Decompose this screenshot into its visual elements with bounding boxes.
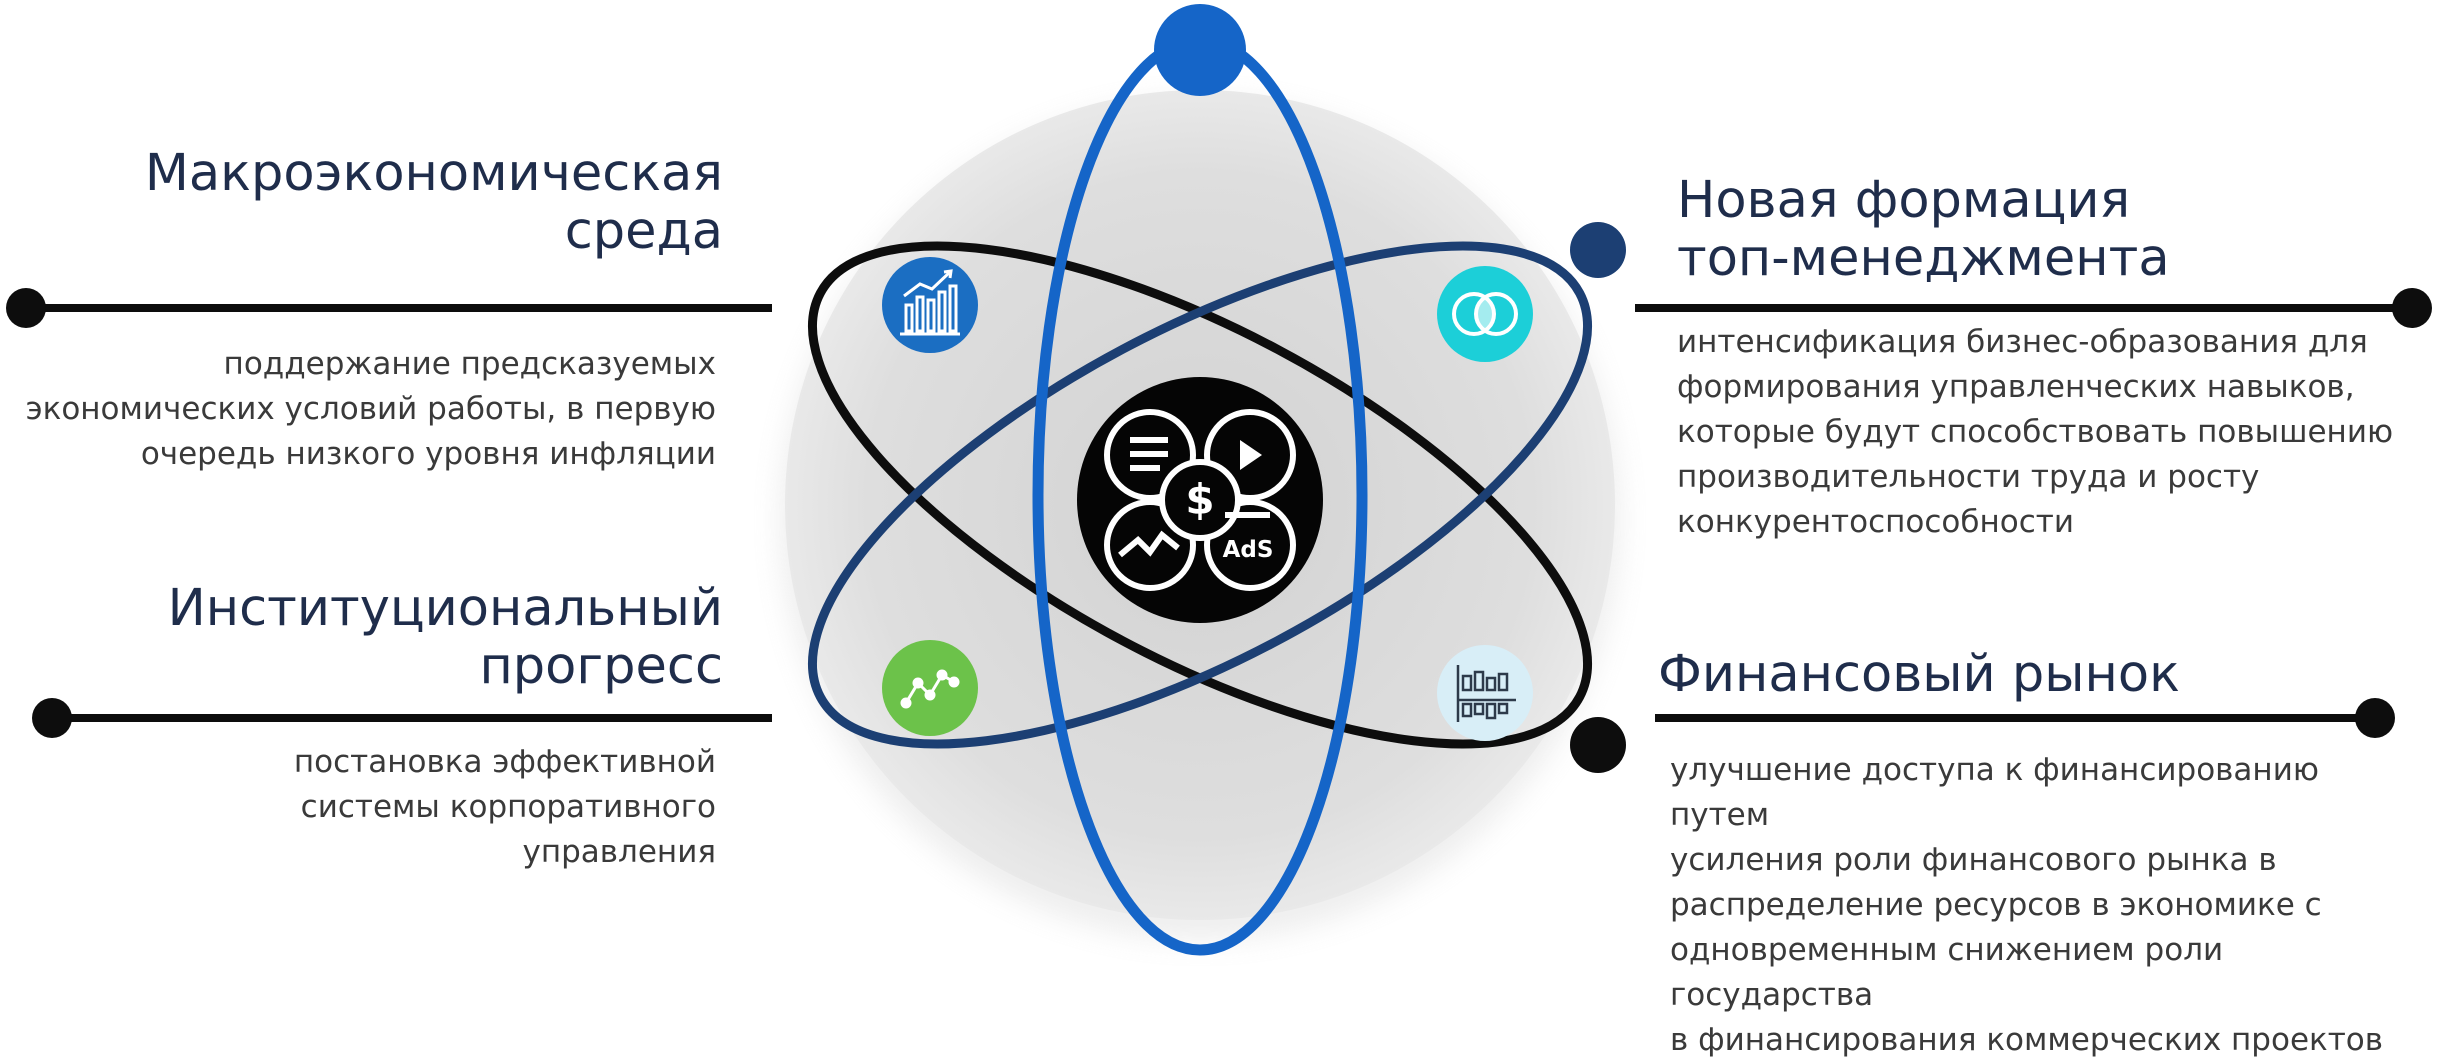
column-chart-icon (1437, 645, 1533, 741)
orbit-black (808, 241, 1592, 749)
bar-chart-growth-icon (882, 257, 978, 353)
nucleus-dollar-sign: $ (1185, 475, 1214, 524)
electron-black (1570, 717, 1626, 773)
atom-diagram: $ AdS (6, 4, 2432, 956)
nucleus: $ AdS (1077, 377, 1323, 623)
connector-dot-institutional (32, 698, 72, 738)
management-title: Новая формация топ-менеджмента (1677, 171, 2170, 288)
electron-blue (1154, 4, 1246, 96)
connector-dot-financial (2355, 698, 2395, 738)
financial-description: улучшение доступа к финансированию путем… (1670, 752, 2384, 1058)
nucleus-ads-badge: AdS (1223, 537, 1274, 563)
management-description: интенсификация бизнес-образования для фо… (1677, 324, 2394, 540)
institutional-title: Институциональный прогресс (167, 579, 723, 696)
financial-title: Финансовый рынок (1658, 645, 2180, 704)
orbit-navy (808, 241, 1592, 749)
electron-navy (1570, 222, 1626, 278)
connector-dot-macro (6, 288, 46, 328)
overlapping-circles-icon (1437, 266, 1533, 362)
macro-description: поддержание предсказуемых экономических … (25, 346, 716, 472)
line-chart-icon (882, 640, 978, 736)
connector-dot-management (2392, 288, 2432, 328)
macro-title: Макроэкономическая среда (144, 144, 723, 261)
institutional-description: постановка эффективной системы корпорати… (293, 744, 716, 870)
